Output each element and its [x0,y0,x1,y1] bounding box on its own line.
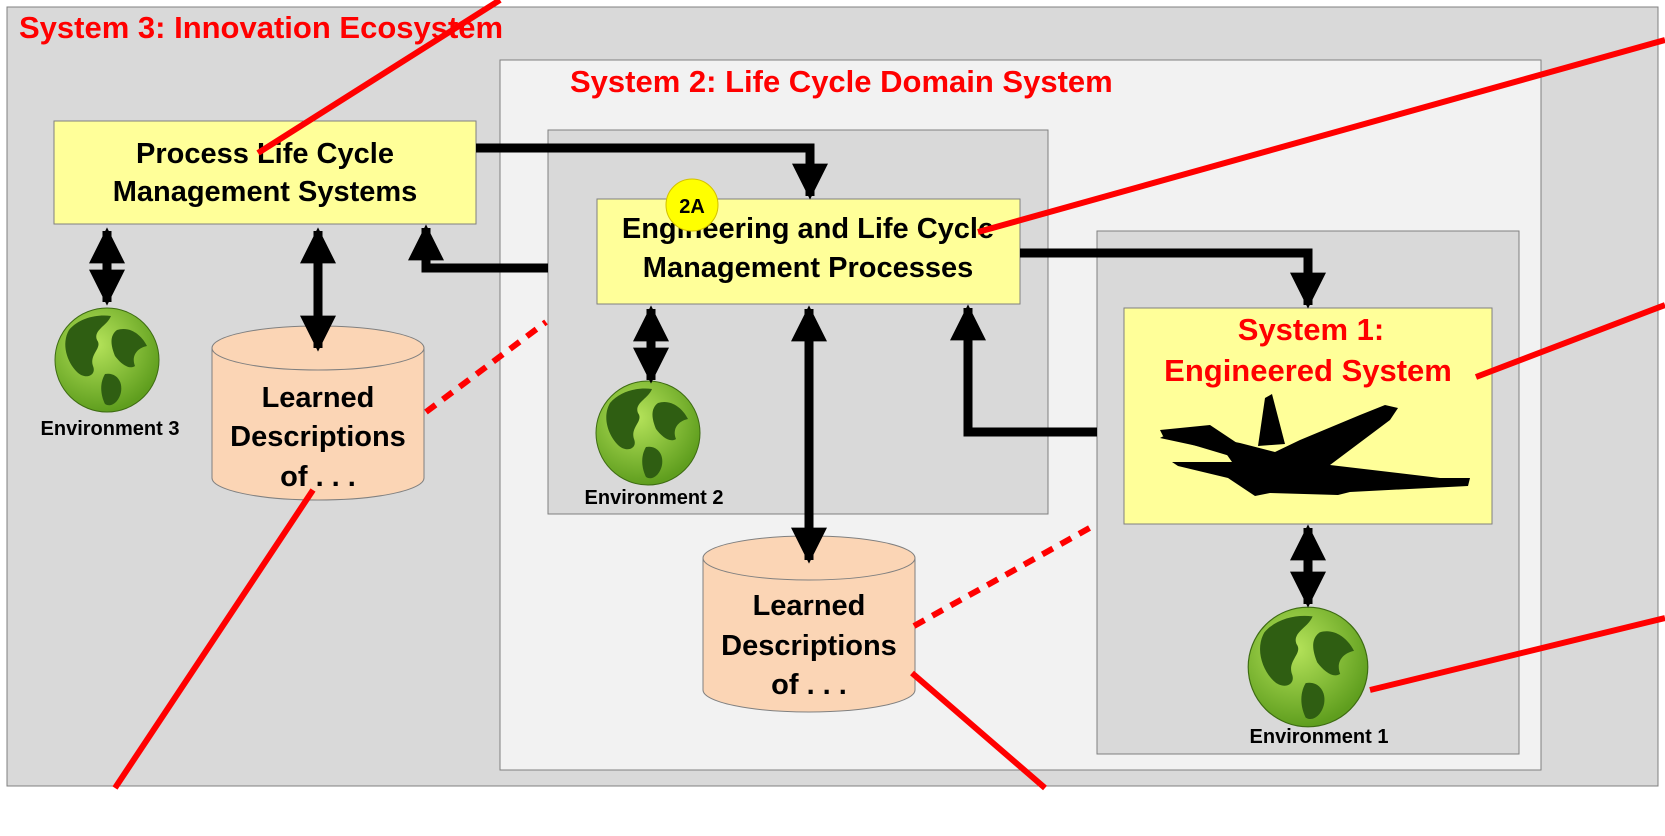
globe-icon-env2 [595,380,701,486]
red-dashed-links [424,319,1097,629]
callout-environment1 [1369,615,1665,693]
callout-system1 [1474,302,1665,380]
eng-processes-box [596,198,1021,305]
system1-title-line2: Engineered System [1164,353,1452,388]
learned-left-line3: of . . . [280,461,356,493]
system2-title: System 2: Life Cycle Domain System [570,64,1113,99]
red-callout-lines [112,0,1665,791]
environment-2-label: Environment 2 [585,487,724,509]
callout-eng-processes [977,37,1665,235]
arrow-eng-to-system1 [1020,248,1326,309]
arrow-eng-to-process [408,224,548,273]
dashed-link-center [912,522,1097,629]
dashed-link-left [424,319,548,415]
eng-processes-line2: Management Processes [643,252,973,284]
learned-left-line1: Learned [262,382,375,414]
badge-2a-label: 2A [679,196,705,218]
callout-process-lcm [256,0,502,156]
globe-icon-env3 [54,307,160,413]
globe-icon-env1 [1247,606,1369,728]
callout-learned-center [910,670,1047,791]
process-lcm-line1: Process Life Cycle [136,138,394,170]
learned-center-line1: Learned [753,590,866,622]
learned-center-line2: Descriptions [721,630,897,662]
callout-learned-left [112,488,316,790]
process-lcm-line2: Management Systems [113,176,418,208]
learned-left-line2: Descriptions [230,421,406,453]
arrow-system1-to-eng [950,304,1097,437]
arrow-process-to-eng [476,143,828,200]
environment-1-label: Environment 1 [1250,726,1389,748]
airplane-icon [1160,394,1470,496]
badge-2a [665,178,719,232]
system1-title-line1: System 1: [1238,312,1384,347]
process-lcm-box [53,120,477,225]
environment-3-label: Environment 3 [41,418,180,440]
learned-center-line3: of . . . [771,669,847,701]
flow-arrows [89,143,1326,608]
system3-title: System 3: Innovation Ecosystem [19,10,503,45]
